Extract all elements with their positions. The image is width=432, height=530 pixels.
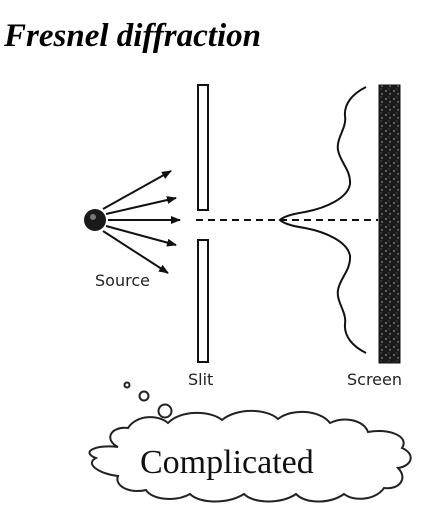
screen <box>378 84 401 364</box>
slit-label: Slit <box>188 370 214 389</box>
ray-4 <box>105 225 177 247</box>
light-rays <box>102 170 181 274</box>
thought-dot-medium <box>138 390 150 402</box>
thought-dot-large <box>157 403 173 419</box>
intensity-profile <box>278 86 367 354</box>
slit-lower-plate <box>197 239 209 363</box>
ray-2 <box>105 196 177 215</box>
slit-upper-plate <box>197 84 209 211</box>
thought-dot-small <box>123 381 131 389</box>
screen-label: Screen <box>347 370 403 389</box>
thought-bubble <box>88 381 412 503</box>
page-title: Fresnel diffraction <box>4 18 261 54</box>
thought-bubble-text: Complicated <box>140 444 314 481</box>
source-label: Source <box>95 271 150 290</box>
slit-barrier <box>197 84 209 363</box>
ray-1 <box>102 170 172 210</box>
ray-5 <box>102 230 169 274</box>
thought-cloud <box>88 409 412 503</box>
light-source <box>84 209 106 231</box>
